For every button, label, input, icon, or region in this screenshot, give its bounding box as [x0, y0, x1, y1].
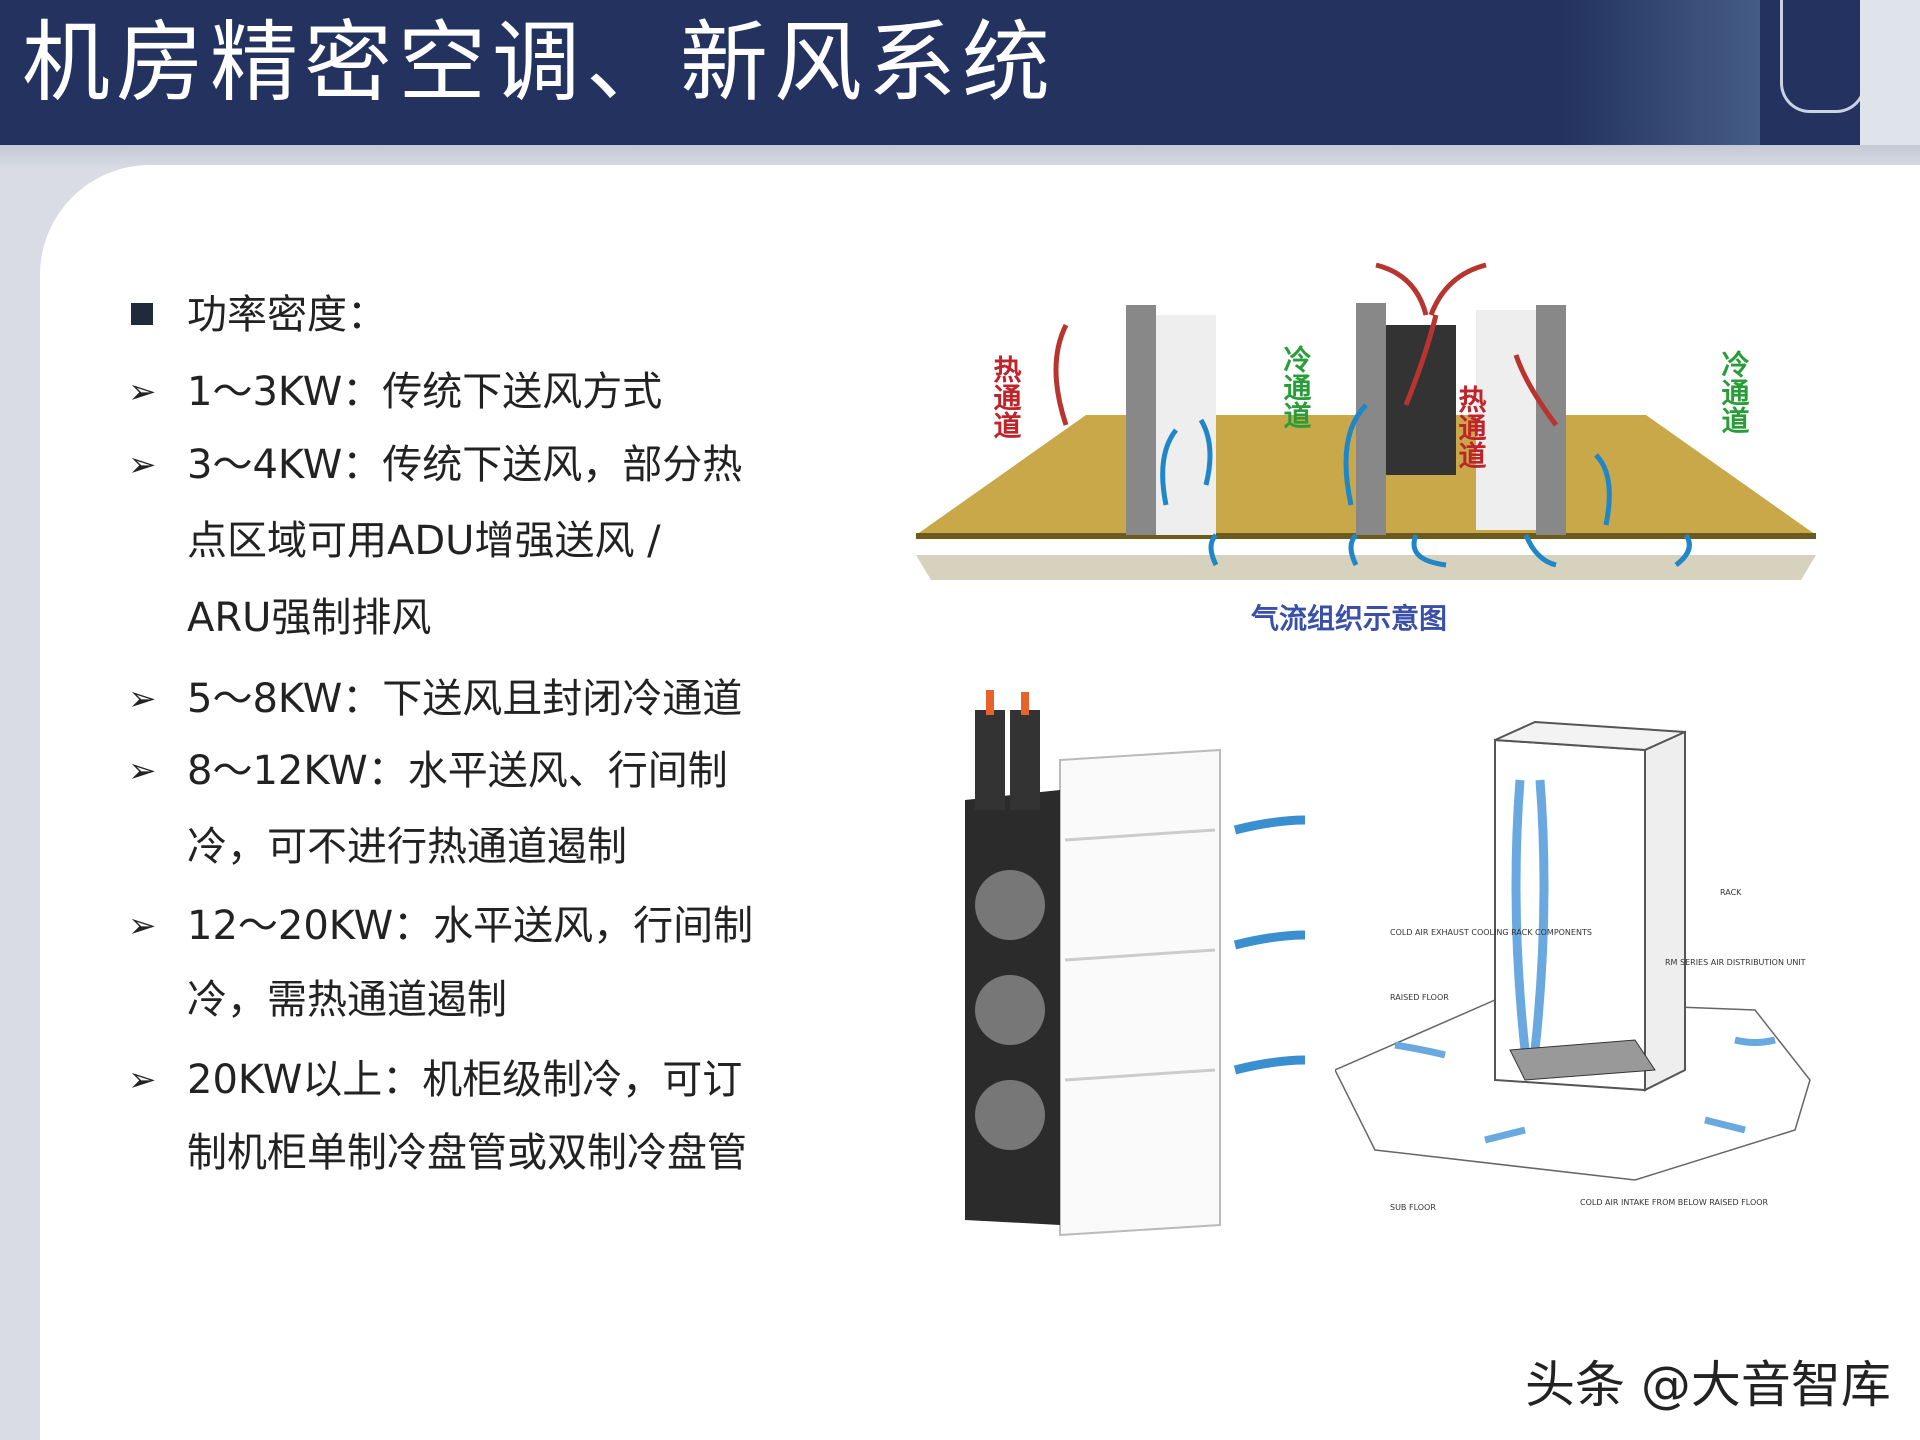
list-item: 8～12KW：水平送风、行间制 [187, 748, 728, 794]
arrow-bullet-icon: ➢ [128, 751, 157, 791]
page-title: 机房精密空调、新风系统 [22, 11, 1057, 114]
list-item: 12～20KW：水平送风，行间制 [187, 903, 754, 949]
square-bullet-icon [131, 303, 153, 325]
list-item: 5～8KW：下送风且封闭冷通道 [187, 676, 743, 722]
rack-label: COLD AIR EXHAUST COOLING RACK COMPONENTS [1390, 928, 1592, 937]
list-item-continuation: 点区域可用ADU增强送风 / [187, 518, 661, 564]
arrow-bullet-icon: ➢ [128, 1060, 157, 1100]
list-heading: 功率密度： [187, 292, 387, 338]
rack-label: RM SERIES AIR DISTRIBUTION UNIT [1665, 958, 1806, 967]
title-decoration-frame [1780, 0, 1866, 113]
title-decoration-edge [1860, 0, 1920, 145]
rack-label: COLD AIR INTAKE FROM BELOW RAISED FLOOR [1580, 1198, 1769, 1207]
cold-aisle-label: 冷通道 [1280, 345, 1313, 429]
rack-label: SUB FLOOR [1390, 1203, 1436, 1212]
hot-aisle-label: 热通道 [990, 355, 1023, 439]
title-decoration [1560, 0, 1760, 145]
list-item-continuation: ARU强制排风 [187, 595, 432, 641]
list-item: 20KW以上：机柜级制冷，可订 [187, 1057, 743, 1103]
arrow-bullet-icon: ➢ [128, 906, 157, 946]
list-item-continuation: 冷，需热通道遏制 [187, 977, 507, 1023]
watermark: 头条 @大音智库 [1525, 1356, 1891, 1414]
rack-label: RACK [1720, 888, 1742, 897]
rack-label: RAISED FLOOR [1390, 993, 1449, 1002]
arrow-bullet-icon: ➢ [128, 372, 157, 412]
list-item-continuation: 制机柜单制冷盘管或双制冷盘管 [187, 1130, 747, 1176]
cold-aisle-label: 冷通道 [1718, 350, 1751, 434]
list-item: 1～3KW：传统下送风方式 [187, 369, 663, 415]
arrow-bullet-icon: ➢ [128, 679, 157, 719]
list-item-continuation: 冷，可不进行热通道遏制 [187, 824, 627, 870]
arrow-bullet-icon: ➢ [128, 445, 157, 485]
title-bar: 机房精密空调、新风系统 [0, 0, 1920, 145]
rack-diagram-labels: COLD AIR EXHAUST COOLING RACK COMPONENTS… [1390, 888, 1806, 1212]
inrow-cooling-diagram [955, 680, 1325, 1240]
list-item: 3～4KW：传统下送风，部分热 [187, 442, 743, 488]
hot-aisle-label: 热通道 [1455, 385, 1488, 469]
airflow-caption: 气流组织示意图 [1250, 602, 1447, 635]
rack-airflow-diagram: COLD AIR EXHAUST COOLING RACK COMPONENTS… [1333, 710, 1815, 1240]
airflow-diagram: 热通道 热通道 冷通道 冷通道 气流组织示意图 [916, 255, 1816, 645]
